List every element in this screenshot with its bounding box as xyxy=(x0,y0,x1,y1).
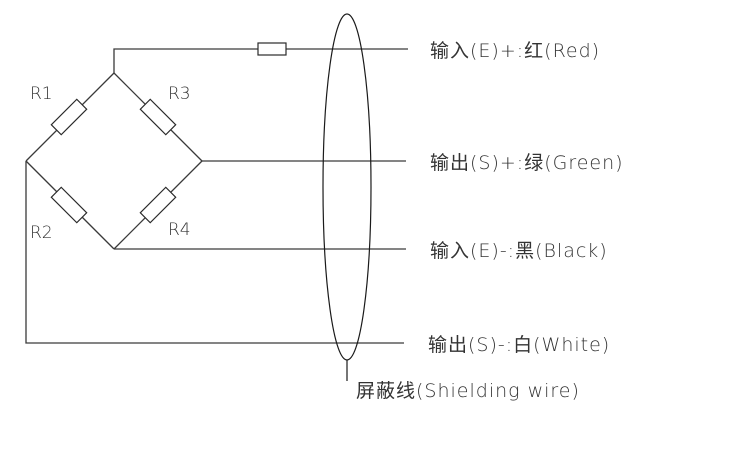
label-signal-positive: 输出(S)+:绿(Green) xyxy=(430,152,624,174)
resistor-label-r3: R3 xyxy=(168,84,191,104)
resistor-r3 xyxy=(139,98,177,136)
label-excitation-negative: 输入(E)-:黑(Black) xyxy=(430,240,608,262)
resistor-r1 xyxy=(50,98,88,136)
resistor-label-r1: R1 xyxy=(30,84,53,104)
resistor-r2 xyxy=(50,186,88,224)
shield-ellipse xyxy=(322,13,372,361)
resistor-label-r4: R4 xyxy=(168,220,191,240)
resistor-r4 xyxy=(139,186,177,224)
wire-excitation-positive xyxy=(113,48,408,73)
wire-signal-negative xyxy=(25,161,404,344)
label-excitation-positive: 输入(E)+:红(Red) xyxy=(430,40,600,62)
series-resistor xyxy=(257,42,287,56)
label-shielding-wire: 屏蔽线(Shielding wire) xyxy=(356,380,580,402)
label-signal-negative: 输出(S)-:白(White) xyxy=(428,334,610,356)
resistor-label-r2: R2 xyxy=(30,223,53,243)
